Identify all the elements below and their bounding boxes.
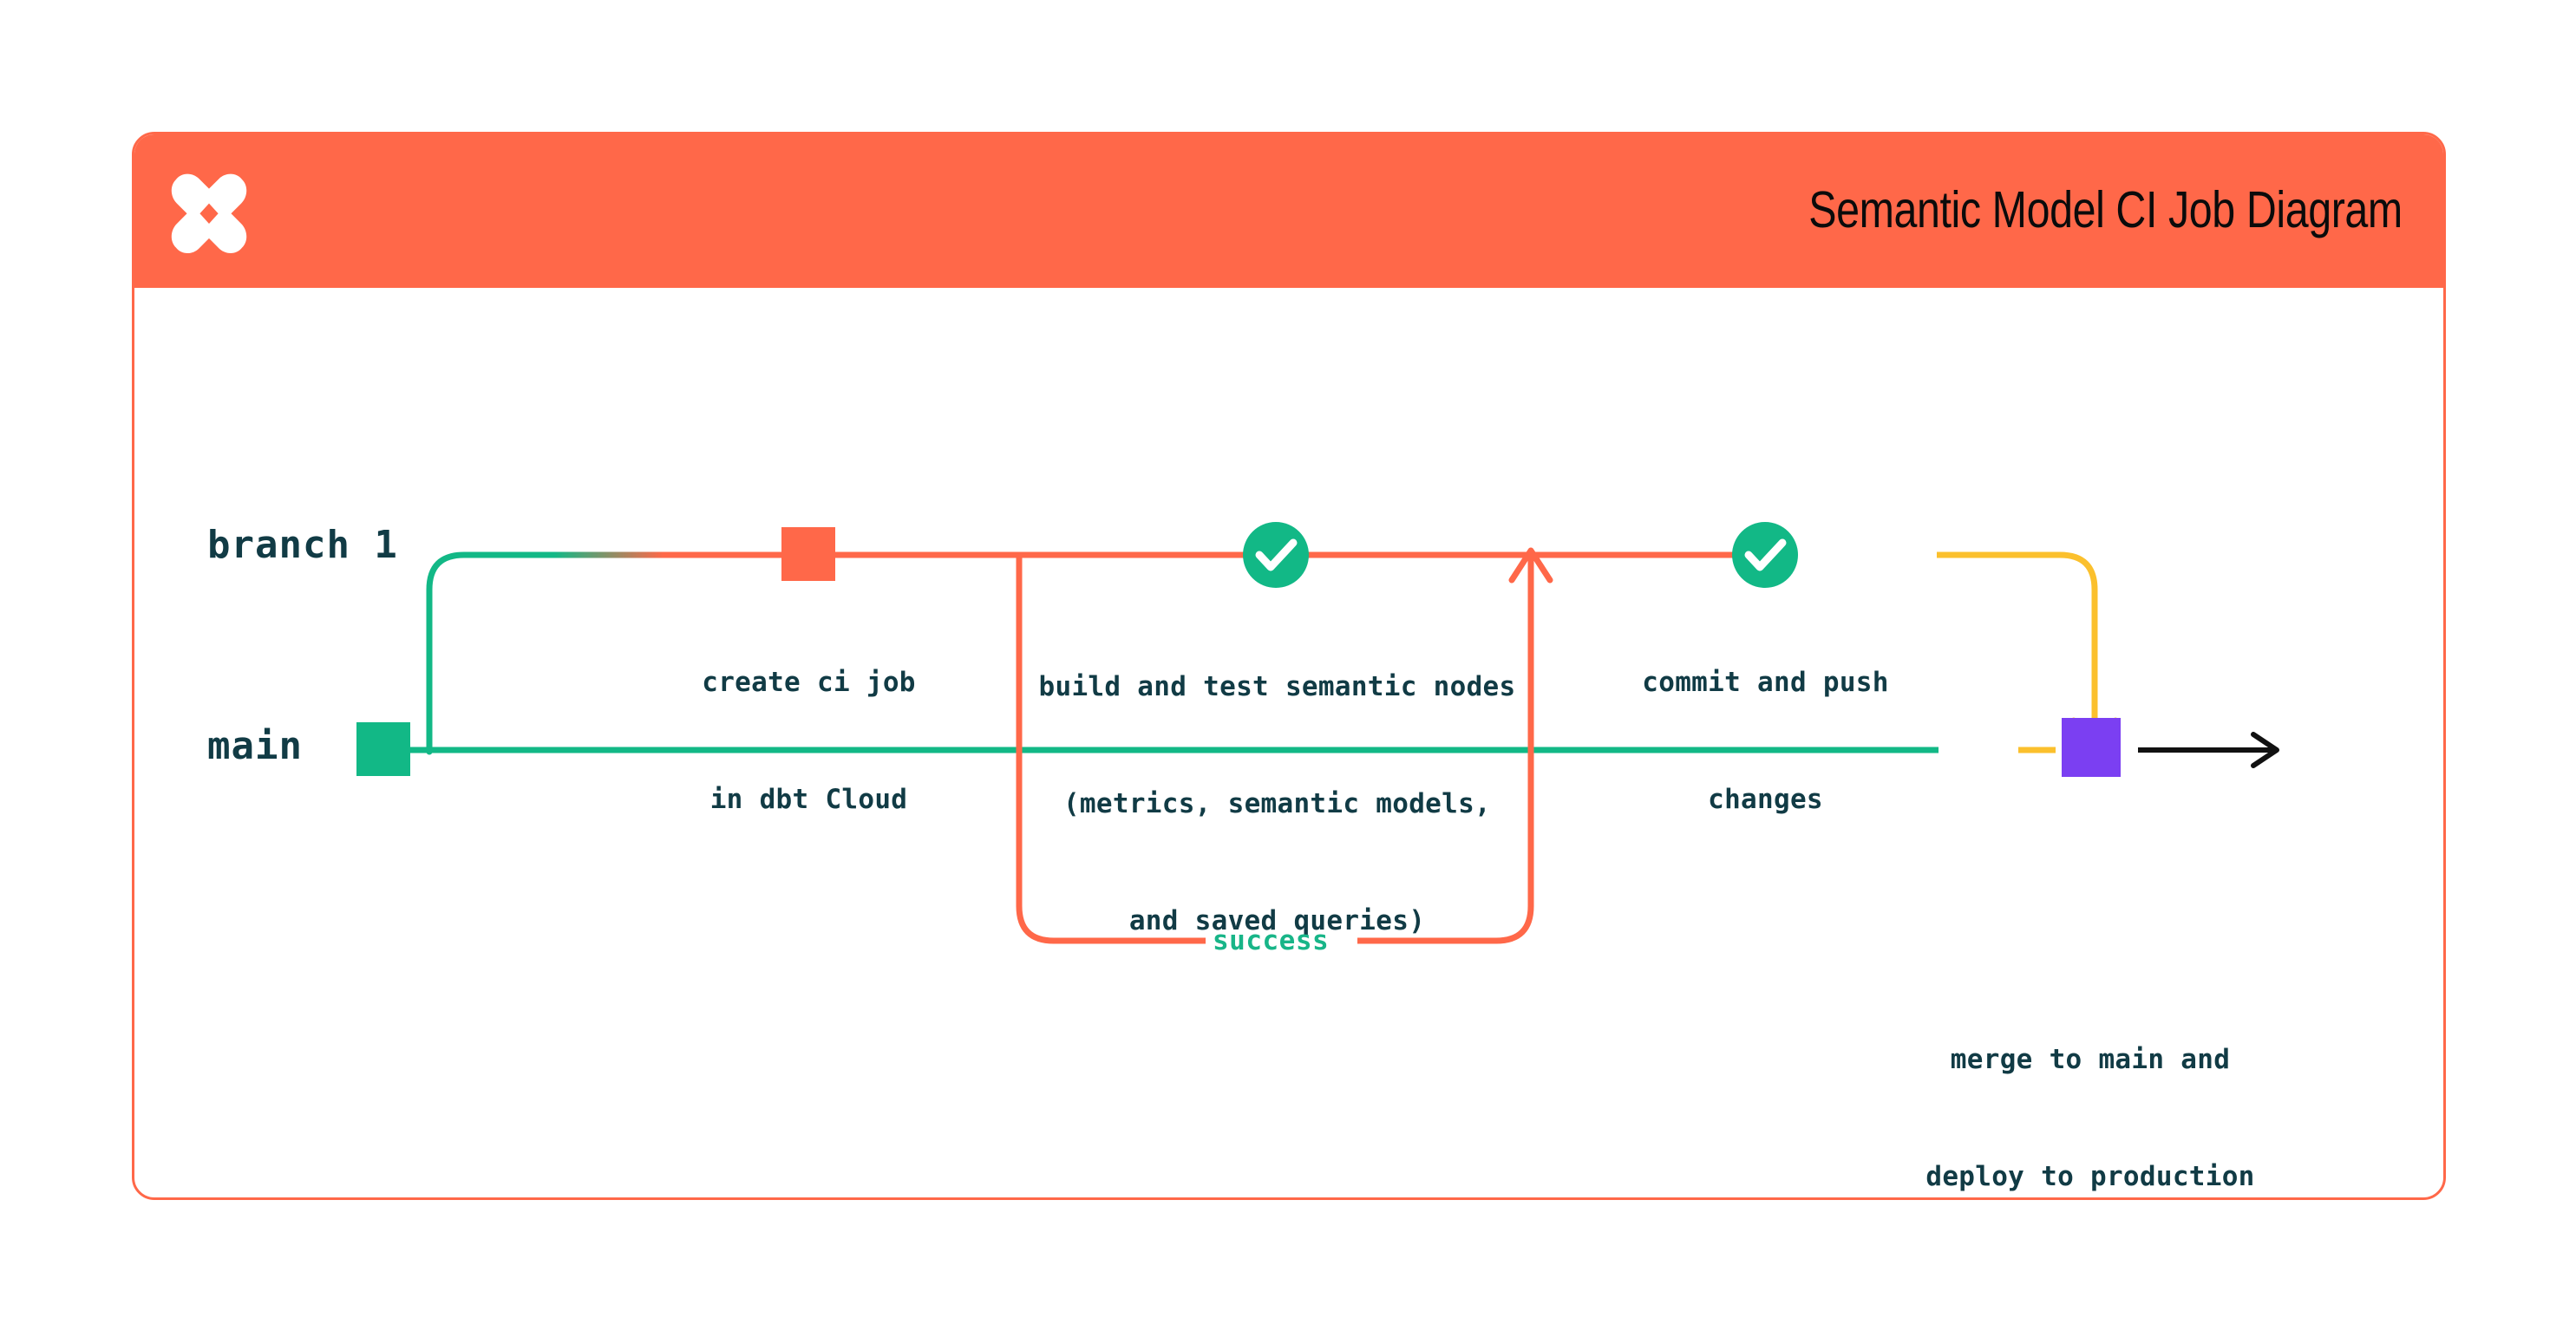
edge-label-success: success <box>1213 925 1330 956</box>
caption-line: and saved queries) <box>1128 905 1426 936</box>
marker-merge-to-main <box>2062 718 2121 777</box>
caption-line: commit and push <box>1642 667 1889 698</box>
dbt-x-logo-icon <box>163 163 255 255</box>
marker-main-start <box>356 722 410 776</box>
diagram-canvas: branch 1 main create ci job in dbt Cloud… <box>134 290 2443 1197</box>
page-title: Semantic Model CI Job Diagram <box>1678 180 2403 239</box>
marker-build-and-test-check-icon <box>1243 522 1309 588</box>
marker-commit-and-push-check-icon <box>1732 522 1798 588</box>
page-title-text: Semantic Model CI Job Diagram <box>1808 181 2403 238</box>
node-caption-merge-to-main: merge to main and deploy to production <box>1804 962 2377 1197</box>
edge-main-continues <box>2138 732 2279 768</box>
card-header: Semantic Model CI Job Diagram <box>134 134 2443 288</box>
node-caption-create-ci-job: create ci job in dbt Cloud <box>646 585 971 897</box>
caption-line: in dbt Cloud <box>709 784 908 815</box>
node-caption-commit-and-push: commit and push changes <box>1599 585 1932 897</box>
lane-label-branch-1: branch 1 <box>207 523 398 567</box>
node-caption-build-and-test: build and test semantic nodes (metrics, … <box>945 590 1609 1019</box>
marker-create-ci-job <box>781 527 835 581</box>
edge-success-loop <box>1016 547 1553 944</box>
caption-line: create ci job <box>702 667 916 698</box>
caption-line: merge to main and <box>1950 1044 2231 1075</box>
caption-line: changes <box>1708 784 1823 815</box>
lane-label-main: main <box>207 724 303 768</box>
caption-line: (metrics, semantic models, <box>1062 788 1492 819</box>
caption-line: deploy to production <box>1925 1161 2255 1192</box>
edge-branch-out <box>426 551 745 755</box>
diagram-card: Semantic Model CI Job Diagram <box>132 132 2446 1200</box>
caption-line: build and test semantic nodes <box>1038 671 1516 702</box>
